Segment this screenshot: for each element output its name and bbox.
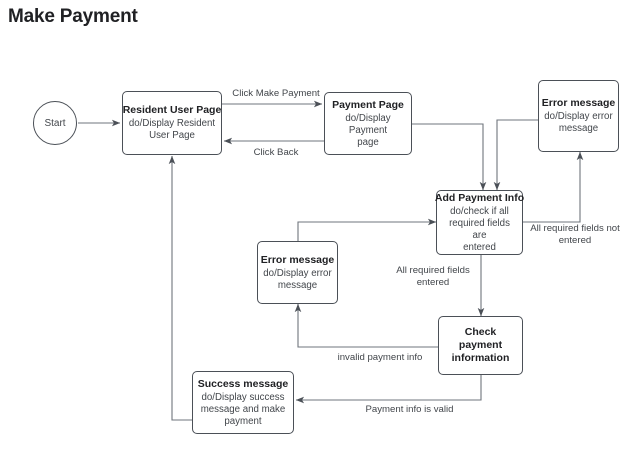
edge-label-all-required-fields-not-entered: All required fields not entered — [530, 223, 620, 246]
edge-label-click-make-payment: Click Make Payment — [232, 88, 320, 99]
node-payment-page[interactable]: Payment Page do/Display Payment page — [324, 92, 412, 155]
node-add-payment-info-activity: do/check if all required fields are ente… — [449, 205, 510, 253]
edge-label-payment-info-is-valid: Payment info is valid — [365, 404, 454, 415]
edge-label-all-required-fields-entered: All required fields entered — [396, 265, 470, 288]
node-error-message-mid-name: Error message — [260, 253, 335, 266]
edge-addinfo-to-errortop — [523, 151, 584, 223]
node-error-message-mid[interactable]: Error message do/Display error message — [257, 241, 338, 304]
edge-errormid-to-addinfo — [297, 218, 437, 241]
node-add-payment-info[interactable]: Add Payment Info do/check if all require… — [434, 190, 525, 255]
edge-label-invalid-payment-info: invalid payment info — [337, 352, 423, 363]
node-error-message-top[interactable]: Error message do/Display error message — [538, 80, 619, 152]
edge-errortop-to-addinfo — [493, 119, 538, 191]
page-title: Make Payment — [8, 6, 138, 27]
node-payment-page-activity: do/Display Payment page — [345, 112, 391, 148]
node-error-message-mid-activity: do/Display error message — [263, 267, 332, 291]
node-check-payment-information[interactable]: Check payment information — [438, 316, 523, 375]
node-check-payment-information-name: Check payment information — [451, 326, 510, 364]
node-error-message-top-activity: do/Display error message — [544, 111, 613, 134]
node-resident-user-page-name: Resident User Page — [122, 104, 222, 116]
edge-label-click-back: Click Back — [253, 147, 299, 158]
edge-check-to-success — [295, 375, 482, 404]
edge-success-to-resident — [168, 155, 192, 421]
node-payment-page-name: Payment Page — [332, 98, 404, 111]
node-resident-user-page-activity: do/Display Resident User Page — [128, 118, 216, 141]
edge-payment-to-addinfo — [412, 123, 487, 191]
node-start[interactable]: Start — [33, 101, 77, 145]
node-add-payment-info-name: Add Payment Info — [434, 191, 525, 204]
node-resident-user-page[interactable]: Resident User Page do/Display Resident U… — [122, 91, 222, 155]
node-error-message-top-name: Error message — [541, 97, 616, 109]
node-start-label: Start — [44, 117, 66, 129]
node-success-message-name: Success message — [197, 377, 289, 390]
node-success-message[interactable]: Success message do/Display success messa… — [192, 371, 294, 434]
node-success-message-activity: do/Display success message and make paym… — [200, 391, 286, 427]
edge-check-to-errormid — [294, 303, 438, 348]
